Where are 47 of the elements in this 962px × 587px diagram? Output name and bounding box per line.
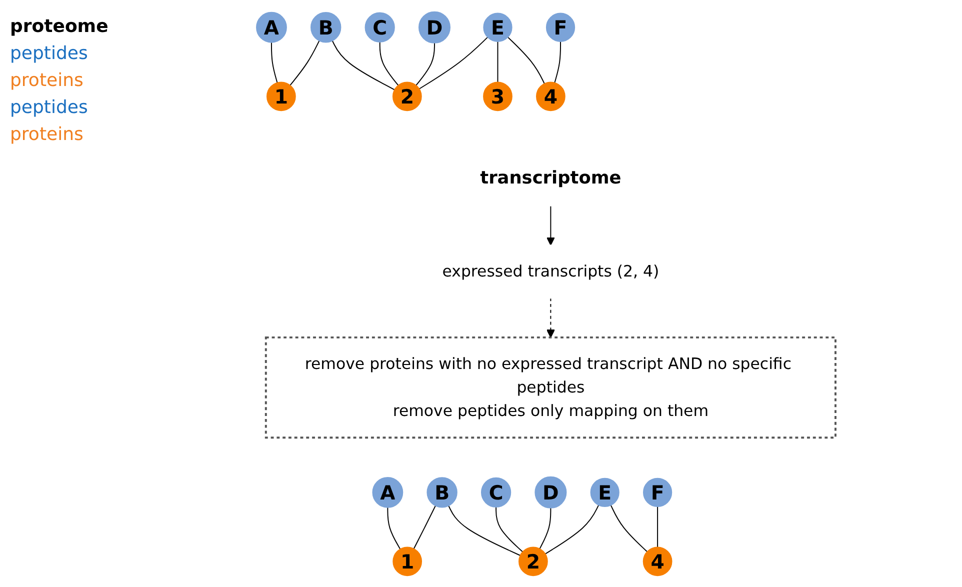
node-text: expressed transcripts (2, 4) [442, 261, 660, 280]
node-circle [266, 81, 296, 111]
connector [610, 504, 648, 552]
node-circle [534, 476, 567, 508]
connector [554, 40, 561, 83]
connector [497, 40, 498, 82]
connector [379, 40, 399, 86]
label-text: proteome [10, 16, 110, 37]
label-text: peptides [10, 97, 89, 118]
label-text: proteins [10, 124, 84, 145]
node-box [264, 336, 836, 438]
connector [387, 506, 401, 550]
node-text: transcriptome [480, 167, 622, 188]
diagram: A B C D E F 1 2 3 4 transcriptome expressed transcripts (2, 4) remove proteins with no expressed transcript AND no specific peptides remove peptides only mapping on them A B C D E F 1 2 4 [130, 4, 962, 584]
node-circle [480, 476, 512, 507]
node-circle [546, 12, 576, 42]
connector [418, 36, 488, 89]
connector [496, 506, 524, 552]
node-circle [372, 476, 404, 508]
node-circle [364, 12, 395, 42]
node-circle [392, 546, 422, 576]
connector [413, 504, 436, 549]
connector [332, 40, 396, 90]
arrow [546, 297, 556, 338]
node-circle [642, 477, 672, 506]
arrow [546, 204, 556, 246]
connector [507, 36, 545, 84]
node-circle [536, 81, 566, 111]
label-text: proteins [10, 70, 84, 91]
node-circle [392, 81, 422, 111]
connector [448, 504, 521, 556]
connector [271, 41, 278, 83]
node-circle [426, 476, 458, 508]
node-circle [518, 546, 548, 576]
node-circle [590, 477, 620, 506]
connector [544, 504, 600, 554]
connector [539, 506, 552, 549]
node-circle [256, 11, 287, 42]
node-circle [310, 12, 342, 42]
node-circle [642, 546, 672, 576]
node-circle [418, 10, 450, 43]
label-text: peptides [10, 43, 89, 64]
connector [657, 506, 658, 548]
connector [290, 40, 320, 86]
connector [416, 42, 435, 86]
node-circle [483, 81, 512, 111]
node-circle [483, 12, 512, 42]
